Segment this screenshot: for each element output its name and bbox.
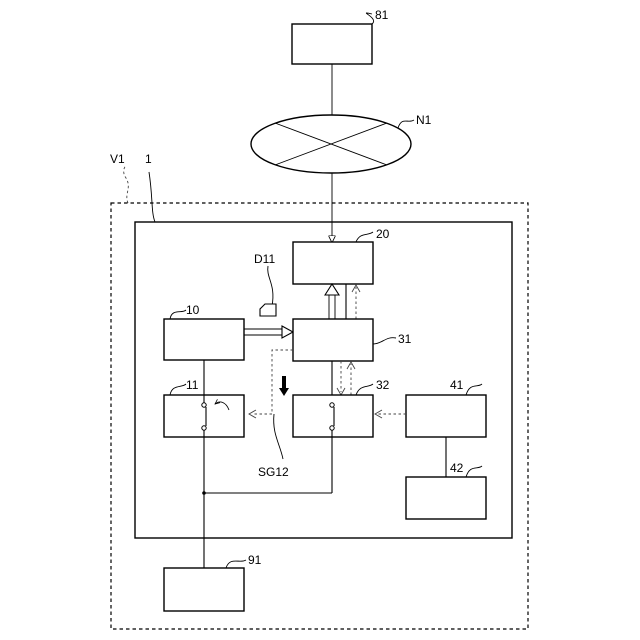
switch11-contact-bottom <box>202 426 206 430</box>
server-box <box>292 24 372 64</box>
unit31-box <box>293 319 373 361</box>
vehicle-leader <box>124 165 129 203</box>
network-leader <box>398 120 414 128</box>
battery-leader <box>226 560 246 568</box>
switch32-contact-top <box>330 403 334 407</box>
switch11-contact-top <box>202 403 206 407</box>
unit42-label: 42 <box>450 461 464 475</box>
battery-box <box>164 568 244 611</box>
switch32-box <box>293 395 373 437</box>
unit31-label: 31 <box>398 332 412 346</box>
controller-box <box>293 242 373 284</box>
unit41-label: 41 <box>450 378 464 392</box>
system-leader <box>149 172 155 222</box>
bus-junction <box>202 491 206 495</box>
data-label: D11 <box>254 252 275 266</box>
signal-label: SG12 <box>258 465 289 479</box>
unit10-label: 10 <box>186 303 200 317</box>
network-label: N1 <box>416 113 432 127</box>
server-label: 81 <box>375 8 389 22</box>
system-label: 1 <box>145 152 152 166</box>
unit10-box <box>164 319 244 360</box>
unit42-box <box>406 477 486 519</box>
switch32-contact-bottom <box>330 426 334 430</box>
vehicle-label: V1 <box>110 152 125 166</box>
switch11-label: 11 <box>186 378 199 392</box>
switch32-label: 32 <box>376 378 390 392</box>
battery-label: 91 <box>248 553 262 567</box>
unit41-box <box>406 395 486 437</box>
server-leader <box>366 13 373 24</box>
controller-label: 20 <box>376 227 390 241</box>
